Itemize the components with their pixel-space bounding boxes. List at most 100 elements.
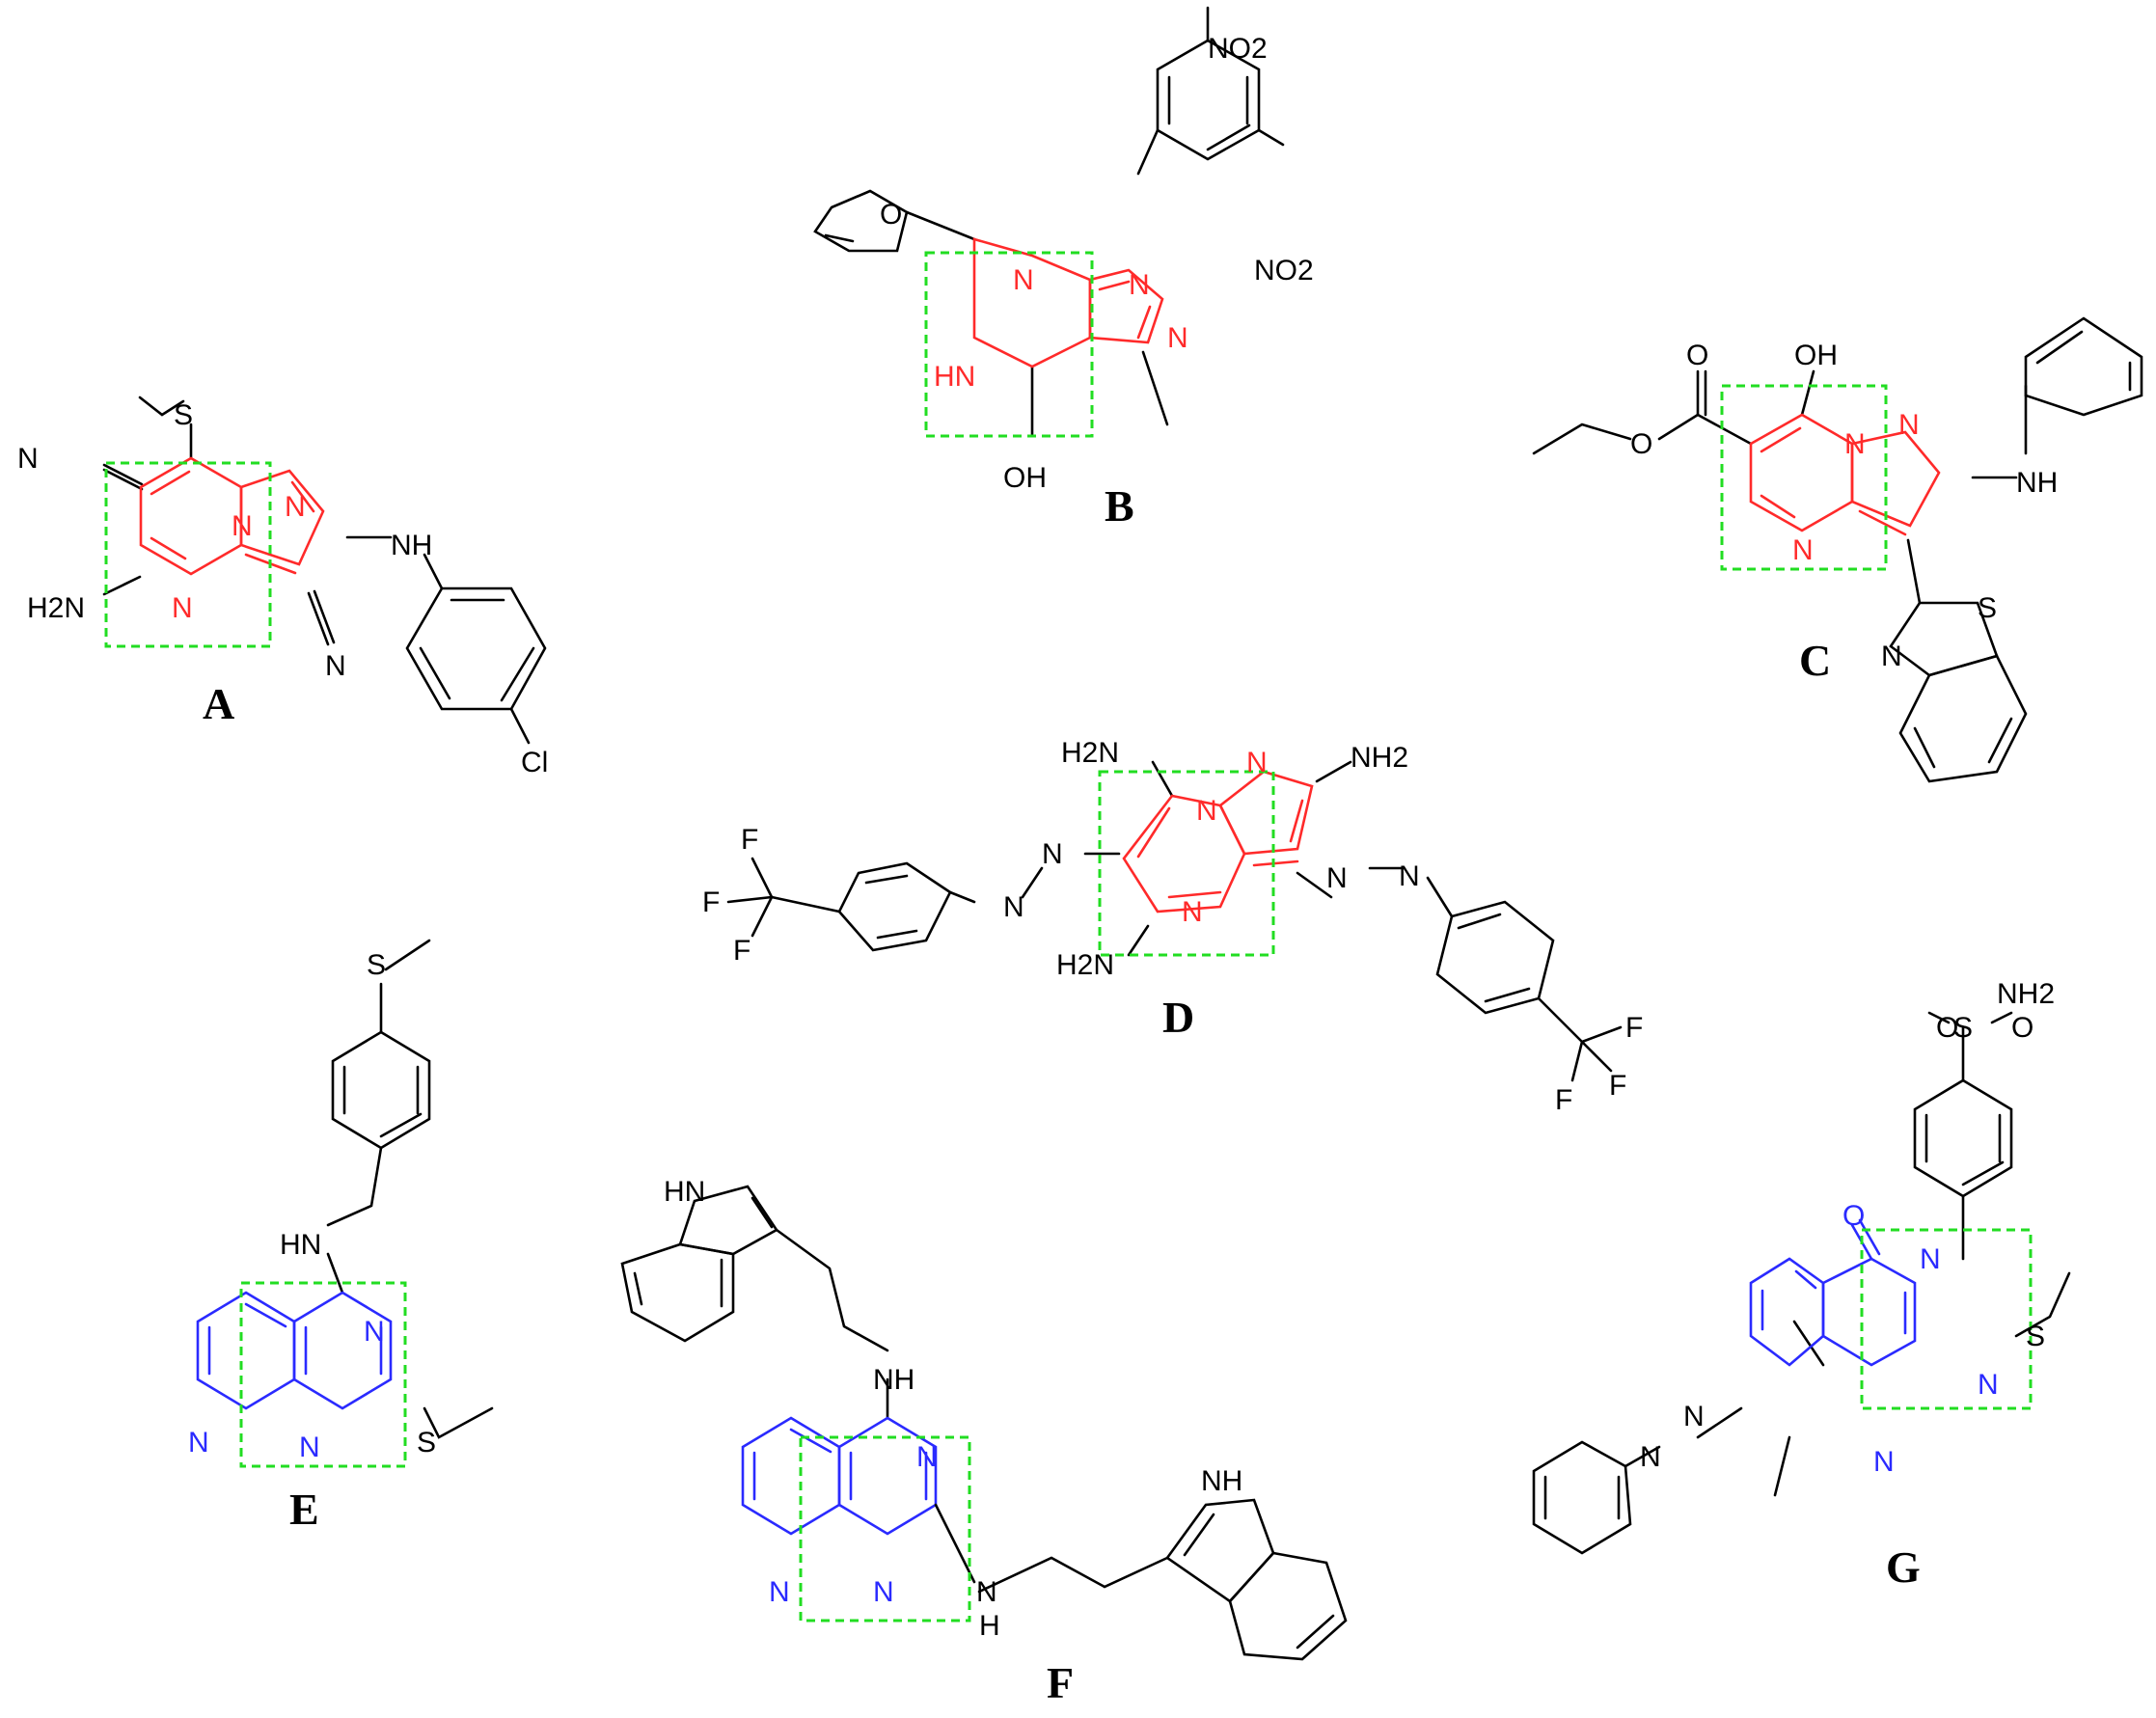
compound-g: NH2 S O O O N S N N N N G: [1532, 978, 2071, 1592]
f-atom-n-pyridine: N: [769, 1576, 790, 1608]
d-aryl-right-ring: [1435, 900, 1555, 1015]
c-oh-bond: [1800, 369, 1815, 417]
label-b: B: [1105, 481, 1134, 531]
label-g: G: [1886, 1542, 1921, 1592]
label-c: C: [1799, 636, 1831, 685]
f-benzo-top: [620, 1242, 735, 1343]
g-methyl-top: [1792, 1320, 1825, 1367]
a-cl-bond: [509, 707, 531, 745]
c-atom-n-ring: N: [1792, 534, 1814, 566]
f-highlight-box: [799, 1435, 971, 1623]
b-methyl-bond: [1141, 350, 1169, 426]
d-azo-aryl-left: [948, 890, 976, 904]
a-atom-h2n: H2N: [27, 592, 85, 624]
label-e: E: [289, 1485, 319, 1534]
a-cn2-bond-2: [313, 589, 336, 644]
f-benzo-bottom: [1228, 1551, 1348, 1661]
e-smethyl-bond: [423, 1406, 494, 1439]
d-pyrazole-ring: [1218, 770, 1314, 856]
f-pyrrole-bottom: [1165, 1498, 1275, 1603]
f-atom-n3: N: [916, 1441, 938, 1473]
d-atom-h2n-top: H2N: [1061, 737, 1119, 769]
f-nh-bottom-bond: [934, 1503, 976, 1584]
a-atom-n-bridge: N: [232, 510, 253, 542]
b-n1-aryl-bond: [1136, 128, 1160, 176]
d-atom-f1: F: [741, 824, 758, 856]
f-pyrrole-top: [678, 1185, 778, 1256]
b-atom-no2-top: NO2: [1208, 33, 1268, 65]
b-atom-no2-right: NO2: [1254, 255, 1314, 286]
c-pyrimidine-ring: [1749, 413, 1854, 532]
d-atom-azo-n2: N: [1003, 891, 1024, 923]
d-atom-n-pyrazole: N: [1246, 747, 1268, 778]
d-atom-f3: F: [733, 935, 751, 967]
e-atom-s-top: S: [367, 949, 386, 981]
f-atom-n-amine: N: [976, 1576, 997, 1608]
g-atom-nh2: NH2: [1997, 978, 2055, 1010]
d-atom-f2: F: [702, 886, 720, 918]
e-atom-n-pyridine: N: [188, 1427, 209, 1459]
d-atom-azo-n4: N: [1399, 860, 1420, 892]
a-atom-n-pyrazole: N: [285, 491, 306, 523]
b-atom-o-furan: O: [880, 199, 902, 231]
d-azo-aryl-right: [1426, 876, 1454, 918]
d-cf3-right-bond: [1537, 996, 1584, 1044]
d-atom-nh2-top: NH2: [1351, 742, 1408, 774]
compound-d: H2N NH2 N N N N N N N H2N F F F F F F D: [702, 737, 1643, 1116]
label-a: A: [203, 679, 234, 728]
c-atom-n-bridge: N: [1844, 428, 1866, 460]
f-atom-nh: NH: [873, 1364, 914, 1396]
g-atom-n8: N: [1873, 1446, 1895, 1478]
b-no2-bond-right: [1257, 128, 1285, 147]
a-chlorophenyl-ring: [405, 586, 547, 711]
f-atom-h: H: [979, 1610, 1000, 1642]
d-atom-h2n-bottom: H2N: [1056, 949, 1114, 981]
a-cn-bond: [102, 468, 144, 491]
label-f: F: [1047, 1658, 1074, 1707]
b-furan-ring: [813, 189, 909, 253]
d-aryl-left-ring: [837, 861, 952, 952]
c-pyrazole-ring: [1850, 430, 1941, 528]
d-atom-f5: F: [1555, 1084, 1572, 1116]
a-pyrimidine-ring: [139, 456, 243, 576]
g-aryl-ring: [1913, 1078, 2013, 1198]
d-cf3-left-bond: [770, 895, 841, 914]
compound-a: S N H2N N N N NH N Cl A: [17, 395, 548, 778]
b-dinitrophenyl-ring: [1156, 39, 1261, 161]
e-nh-ring-bond: [326, 1252, 344, 1295]
d-azo-right-bond: [1296, 871, 1333, 899]
compound-f: HN NH N N N H N NH F: [620, 1176, 1348, 1707]
compound-e: S HN N N N S E: [188, 939, 494, 1534]
b-atom-hn: HN: [934, 361, 975, 393]
a-atom-nh: NH: [391, 530, 432, 561]
d-nh2-bottom-bond: [1127, 924, 1150, 957]
g-smethyl-bond: [2014, 1271, 2071, 1338]
a-atom-n-nitrile: N: [17, 443, 39, 475]
a-methylthio-bond: [138, 395, 185, 417]
a-pyrazole-ring: [239, 469, 325, 566]
f-atom-n1: N: [873, 1576, 894, 1608]
a-atom-n-nitrile-2: N: [325, 650, 346, 682]
g-atom-o-carbonyl: O: [1842, 1200, 1865, 1232]
compound-b: NO2 NO2 O N N N HN OH B: [813, 6, 1314, 531]
f-pyrimidine-ring: [837, 1416, 938, 1536]
b-tetrahydropyrimidine-ring: [972, 237, 1092, 368]
c-ethyl-bond: [1532, 423, 1632, 455]
c-atom-n-thiazole: N: [1881, 641, 1902, 672]
g-pyridine-ring: [1749, 1257, 1825, 1367]
d-nh2-top-right-bond: [1315, 760, 1352, 783]
e-atom-n3: N: [364, 1316, 385, 1348]
g-atom-n3: N: [1920, 1243, 1941, 1275]
a-cn2-bond: [307, 591, 330, 646]
d-azo-left-nn: [1021, 866, 1044, 899]
c-atom-o-ester: O: [1630, 428, 1652, 460]
g-methyl-bottom: [1773, 1435, 1791, 1497]
d-pyrimidine-ring: [1122, 794, 1246, 914]
a-atom-n-ring: N: [172, 592, 193, 624]
d-nh2-top-left-bond: [1151, 760, 1174, 798]
g-phenyl-ring: [1532, 1440, 1632, 1555]
f-atom-nh-indole: NH: [1201, 1465, 1242, 1497]
b-highlight-box: [924, 251, 1094, 438]
